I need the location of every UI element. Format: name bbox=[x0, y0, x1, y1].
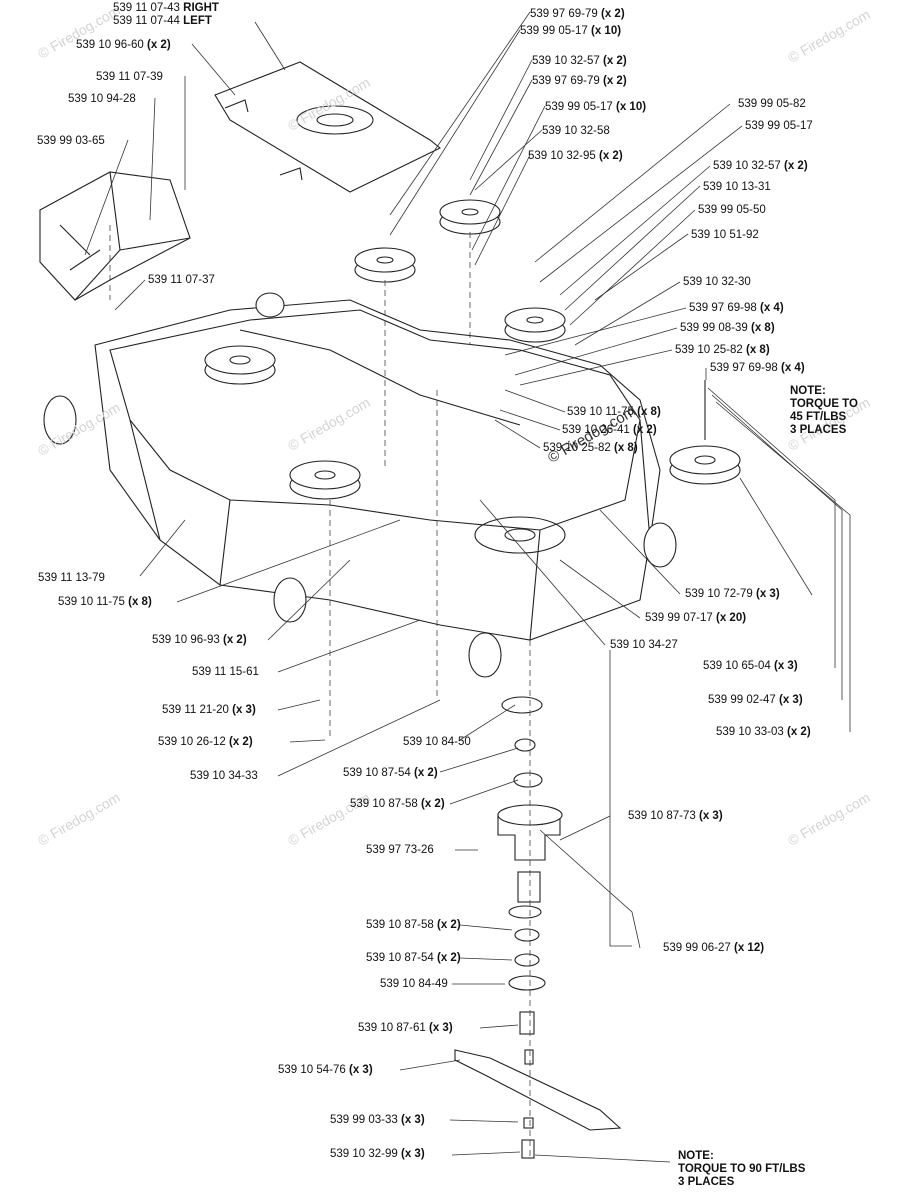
part-label: 539 99 05-17 (x 10) bbox=[545, 101, 647, 113]
part-label: 539 99 05-50 bbox=[698, 204, 766, 216]
part-label: 539 99 05-82 bbox=[738, 98, 806, 110]
part-label: 539 10 32-30 bbox=[683, 276, 751, 288]
part-label: 539 10 25-82 (x 8) bbox=[675, 344, 770, 356]
part-label: 539 10 32-95 (x 2) bbox=[528, 150, 623, 162]
part-label: 539 10 94-28 bbox=[68, 93, 136, 105]
mower-deck bbox=[94, 299, 661, 641]
part-label: 539 11 07-37 bbox=[148, 274, 215, 286]
part-label: 539 99 07-17 (x 20) bbox=[645, 612, 747, 624]
idler-pulleys bbox=[354, 199, 566, 343]
part-label: 539 10 87-58 (x 2) bbox=[350, 798, 445, 810]
part-label: 539 11 15-61 bbox=[192, 666, 259, 678]
part-label: 539 10 87-54 (x 2) bbox=[366, 952, 461, 964]
part-label: 539 10 11-75 (x 8) bbox=[567, 406, 661, 418]
part-label: 539 99 03-33 (x 3) bbox=[330, 1114, 425, 1126]
part-label: 539 10 34-27 bbox=[610, 639, 678, 651]
part-label: 539 10 11-75 (x 8) bbox=[58, 596, 152, 608]
alignment-lines bbox=[109, 225, 471, 740]
spindle-assembly bbox=[454, 640, 622, 1160]
discharge-chute bbox=[39, 171, 191, 301]
part-label: 539 10 33-03 (x 2) bbox=[716, 726, 811, 738]
part-label: 539 11 07-44 LEFT bbox=[113, 15, 212, 27]
part-label: 539 11 07-39 bbox=[96, 71, 163, 83]
leader-lines bbox=[84, 11, 851, 1163]
part-label: 539 10 26-41 (x 2) bbox=[562, 424, 657, 436]
part-label: 539 10 34-33 bbox=[190, 770, 258, 782]
part-label: 539 97 69-79 (x 2) bbox=[532, 75, 627, 87]
part-label: 539 11 21-20 (x 3) bbox=[162, 704, 256, 716]
part-label: 539 99 02-47 (x 3) bbox=[708, 694, 803, 706]
part-label: 539 10 96-60 (x 2) bbox=[76, 39, 171, 51]
part-label: 539 10 32-58 bbox=[542, 125, 610, 137]
part-label: 539 10 84-50 bbox=[403, 736, 471, 748]
torque-note-45: NOTE: TORQUE TO 45 FT/LBS 3 PLACES bbox=[790, 385, 858, 436]
part-label: 539 11 07-43 RIGHT bbox=[113, 2, 219, 14]
part-label: 539 10 32-57 (x 2) bbox=[713, 160, 808, 172]
part-label: 539 10 32-99 (x 3) bbox=[330, 1148, 425, 1160]
part-label: 539 10 96-93 (x 2) bbox=[152, 634, 247, 646]
part-label: 539 10 13-31 bbox=[703, 181, 771, 193]
deck-pulleys bbox=[204, 345, 361, 500]
part-label: 539 97 69-98 (x 4) bbox=[710, 362, 805, 374]
part-label: 539 99 05-17 bbox=[745, 120, 813, 132]
torque-note-90: NOTE: TORQUE TO 90 FT/LBS 3 PLACES bbox=[678, 1150, 806, 1188]
part-label: 539 99 06-27 (x 12) bbox=[663, 942, 765, 954]
part-label: 539 10 26-12 (x 2) bbox=[158, 736, 253, 748]
spindle-pulley-right bbox=[669, 380, 741, 485]
part-label: 539 10 87-73 (x 3) bbox=[628, 810, 723, 822]
part-label: 539 10 25-82 (x 8) bbox=[543, 442, 638, 454]
part-label: 539 10 72-79 (x 3) bbox=[685, 588, 780, 600]
part-label: 539 97 69-98 (x 4) bbox=[689, 302, 784, 314]
part-label: 539 99 08-39 (x 8) bbox=[680, 322, 775, 334]
part-label: 539 99 05-17 (x 10) bbox=[520, 25, 622, 37]
part-label: 539 10 54-76 (x 3) bbox=[278, 1064, 373, 1076]
part-label: 539 10 87-58 (x 2) bbox=[366, 919, 461, 931]
part-label: 539 10 87-54 (x 2) bbox=[343, 767, 438, 779]
part-label: 539 10 32-57 (x 2) bbox=[532, 55, 627, 67]
part-label: 539 10 84-49 bbox=[380, 978, 448, 990]
part-label: 539 99 03-65 bbox=[37, 135, 105, 147]
part-label: 539 97 69-79 (x 2) bbox=[530, 8, 625, 20]
part-label: 539 97 73-26 bbox=[366, 844, 434, 856]
part-label: 539 10 87-61 (x 3) bbox=[358, 1022, 453, 1034]
part-label: 539 10 51-92 bbox=[691, 229, 759, 241]
part-label: 539 10 65-04 (x 3) bbox=[703, 660, 798, 672]
belt-cover bbox=[214, 61, 442, 193]
part-label: 539 11 13-79 bbox=[38, 572, 105, 584]
